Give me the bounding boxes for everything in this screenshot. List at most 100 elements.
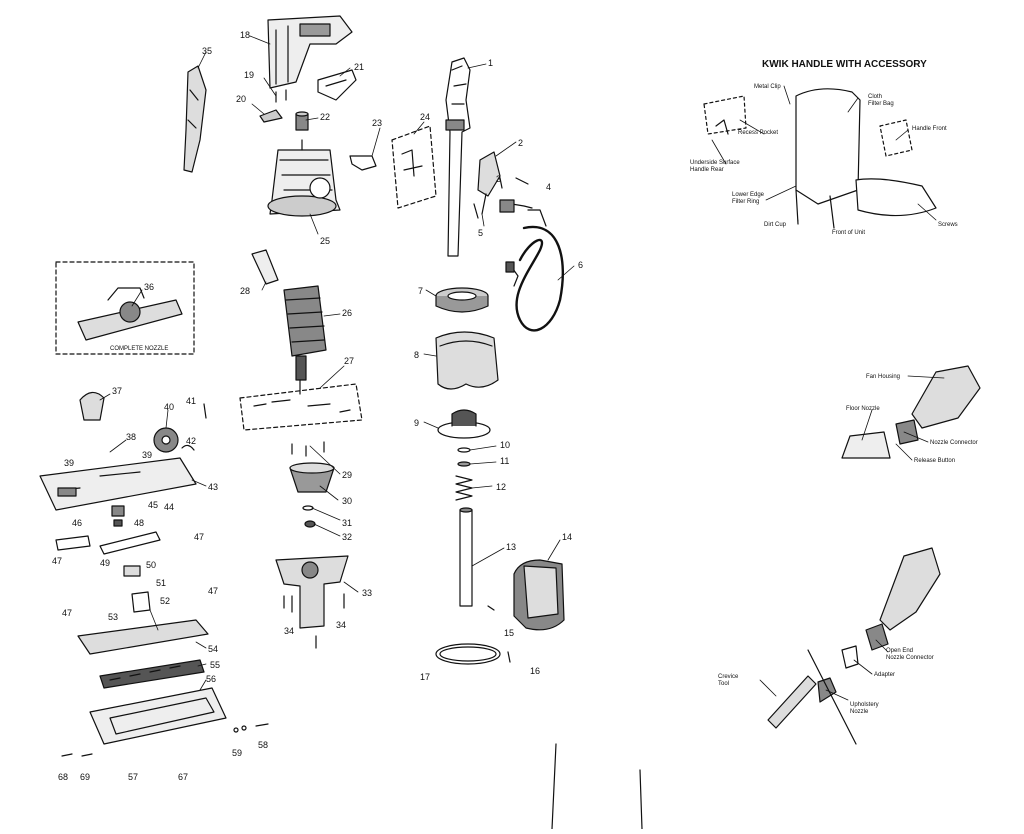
part-41-screw xyxy=(203,403,207,419)
callout-48: 48 xyxy=(134,518,144,528)
label-floor-nozzle: Floor Nozzle xyxy=(846,406,880,412)
callout-38: 38 xyxy=(126,432,136,442)
part-50-plate xyxy=(123,565,141,577)
label-fan-housing: Fan Housing xyxy=(866,374,900,380)
part-30-bearing-cap xyxy=(289,462,335,493)
callout-29: 29 xyxy=(342,470,352,480)
callout-31: 31 xyxy=(342,518,352,528)
callout-36: 36 xyxy=(144,282,154,292)
callout-20: 20 xyxy=(236,94,246,104)
part-49-bracket xyxy=(99,531,161,555)
part-33-base xyxy=(275,555,349,649)
callout-15: 15 xyxy=(504,628,514,638)
callout-58: 58 xyxy=(258,740,268,750)
callout-55: 55 xyxy=(210,660,220,670)
callout-5: 5 xyxy=(478,228,483,238)
label-screws: Screws xyxy=(938,222,958,228)
part-40-wheel xyxy=(153,427,179,453)
callout-6: 6 xyxy=(578,260,583,270)
nozzle-inset-caption: COMPLETE NOZZLE xyxy=(110,346,168,352)
callout-21: 21 xyxy=(354,62,364,72)
label-handle-front: Handle Front xyxy=(912,126,947,132)
callout-42: 42 xyxy=(186,436,196,446)
part-2-switch-assembly xyxy=(477,151,501,215)
label-dirt-cup: Dirt Cup xyxy=(764,222,787,228)
part-27-hardware-set xyxy=(239,383,363,431)
callout-47b: 47 xyxy=(52,556,62,566)
part-20-tab xyxy=(259,109,283,123)
callout-11: 11 xyxy=(500,456,509,466)
label-nozzle-connector: Nozzle Connector xyxy=(930,440,978,446)
part-59-screw xyxy=(233,725,247,733)
callout-67: 67 xyxy=(178,772,188,782)
callout-16: 16 xyxy=(530,666,540,676)
part-22-bearing xyxy=(295,111,309,131)
part-8-filter-bag xyxy=(435,331,499,390)
accessory-title: KWIK HANDLE WITH ACCESSORY xyxy=(762,59,927,70)
callout-34a: 34 xyxy=(284,626,294,636)
part-13-lower-tube xyxy=(459,507,473,607)
callout-32: 32 xyxy=(342,532,352,542)
callout-40: 40 xyxy=(164,402,174,412)
callout-13: 13 xyxy=(506,542,516,552)
part-58-screw xyxy=(255,723,269,727)
nozzle-inset-frame xyxy=(55,261,195,355)
callout-52: 52 xyxy=(160,596,170,606)
part-number-callouts: 1 2 3 4 5 6 7 8 9 10 11 12 13 14 15 16 1… xyxy=(52,30,583,782)
callout-23: 23 xyxy=(372,118,382,128)
part-37-cap xyxy=(79,391,105,421)
callout-10: 10 xyxy=(500,440,510,450)
part-10-washer xyxy=(457,447,471,453)
leader-lines xyxy=(99,35,945,701)
part-31-washer xyxy=(302,505,314,511)
part-19-screws xyxy=(275,89,287,103)
part-cord-plug xyxy=(499,199,533,213)
callout-34b: 34 xyxy=(336,620,346,630)
callout-41: 41 xyxy=(186,396,196,406)
label-front-of-unit: Front of Unit xyxy=(832,230,865,236)
callout-9: 9 xyxy=(414,418,419,428)
edge-line-right xyxy=(639,769,643,830)
part-15-screw xyxy=(487,605,495,611)
callout-33: 33 xyxy=(362,588,372,598)
callout-47c: 47 xyxy=(62,608,72,618)
accessory-hose-tools xyxy=(767,547,941,745)
part-24-cord-hook xyxy=(391,125,437,209)
part-46-plate xyxy=(55,535,91,551)
callout-46: 46 xyxy=(72,518,82,528)
callout-30: 30 xyxy=(342,496,352,506)
part-18-handle-top xyxy=(267,15,353,89)
part-29-screws xyxy=(291,441,325,457)
callout-43: 43 xyxy=(208,482,218,492)
callout-22: 22 xyxy=(320,112,330,122)
callout-53: 53 xyxy=(108,612,118,622)
callout-54: 54 xyxy=(208,644,218,654)
label-metal-clip: Metal Clip xyxy=(754,84,781,90)
callout-50: 50 xyxy=(146,560,156,570)
callout-49: 49 xyxy=(100,558,110,568)
part-11-ring xyxy=(457,461,471,467)
callout-28: 28 xyxy=(240,286,250,296)
callout-2: 2 xyxy=(518,138,523,148)
callout-56: 56 xyxy=(206,674,216,684)
part-28-carbon-brush xyxy=(251,249,279,285)
callout-4: 4 xyxy=(546,182,551,192)
callout-12: 12 xyxy=(496,482,506,492)
callout-3: 3 xyxy=(496,174,501,184)
callout-8: 8 xyxy=(414,350,419,360)
callout-69: 69 xyxy=(80,772,90,782)
accessory-main-unit xyxy=(703,88,937,229)
callout-39a: 39 xyxy=(64,458,74,468)
part-17-gasket xyxy=(435,643,501,665)
label-recess-pocket: Recess Pocket xyxy=(738,130,778,136)
callout-24: 24 xyxy=(420,112,430,122)
part-35-handle-grip xyxy=(183,65,207,173)
callout-47a: 47 xyxy=(194,532,204,542)
callout-14: 14 xyxy=(562,532,572,542)
part-21-clip xyxy=(317,69,357,101)
callout-44: 44 xyxy=(164,502,174,512)
